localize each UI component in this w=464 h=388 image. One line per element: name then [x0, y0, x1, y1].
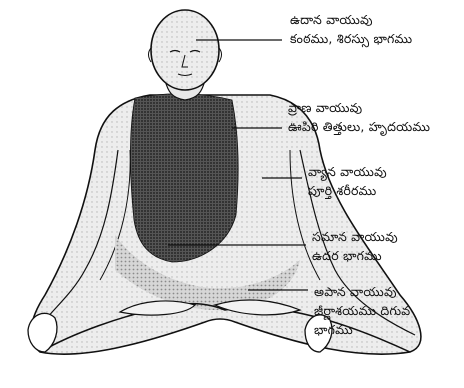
label-samana-name: సమాన వాయువు	[312, 227, 398, 246]
label-prana-name: ప్రాణ వాయువు	[288, 98, 430, 117]
label-samana-region: ఉదర భాగము	[312, 246, 398, 265]
label-apana-name: అపాన వాయువు	[314, 282, 410, 301]
label-apana: అపాన వాయువు జీర్ణాశయము దిగువ భాగము	[314, 282, 410, 339]
label-vyana-region: పూర్తి శరీరము	[308, 181, 387, 200]
chest-shading	[130, 94, 238, 262]
label-prana: ప్రాణ వాయువు ఊపిరి తిత్తులు, హృదయము	[288, 98, 430, 136]
label-udana-region: కంఠము, శిరస్సు భాగము	[290, 29, 412, 48]
head	[151, 10, 219, 90]
label-apana-region-line2: భాగము	[314, 320, 410, 339]
label-samana: సమాన వాయువు ఉదర భాగము	[312, 227, 398, 265]
label-apana-region-line1: జీర్ణాశయము దిగువ	[314, 301, 410, 320]
label-vyana-name: వ్యాన వాయువు	[308, 162, 387, 181]
label-prana-region: ఊపిరి తిత్తులు, హృదయము	[288, 117, 430, 136]
label-udana-name: ఉదాన వాయువు	[290, 10, 412, 29]
label-udana: ఉదాన వాయువు కంఠము, శిరస్సు భాగము	[290, 10, 412, 48]
label-vyana: వ్యాన వాయువు పూర్తి శరీరము	[308, 162, 387, 200]
